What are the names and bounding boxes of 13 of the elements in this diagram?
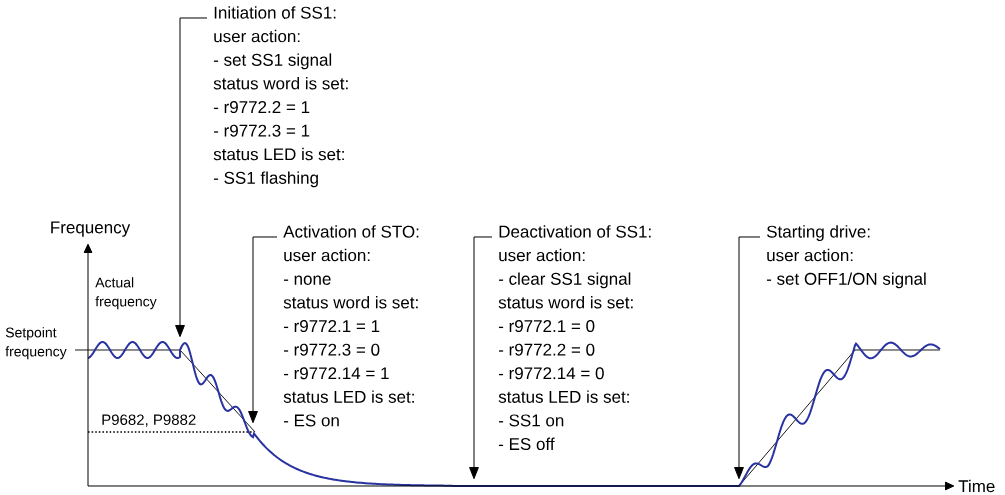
leader-line: [734, 236, 761, 480]
axis-label: Time: [958, 479, 995, 493]
leader-line: [469, 236, 493, 480]
annotation-text: Starting drive: user action: - set OFF1/ON signal: [766, 225, 926, 289]
curve-label: Setpoint frequency: [5, 327, 67, 360]
leader-line: [248, 236, 278, 424]
annotation-text: Activation of STO: user action: - none status word is set: - r9772.1 = 1 - r9772.3 = 0 - r9772.14 = 1 status LED is set: - ES on: [283, 225, 419, 427]
curve-label: Actual frequency: [95, 277, 157, 310]
annotation-text: Deactivation of SS1: user action: - clear SS1 signal status word is set: - r9772.1 = 0 - r9772.2 = 0 - r9772.14 = 0 status LED is set: - SS1 on - ES off: [498, 225, 651, 451]
threshold-label: P9682, P9882: [102, 414, 196, 427]
leader-line: [175, 17, 208, 338]
axis-label: Frequency: [51, 221, 131, 237]
annotation-text: Initiation of SS1: user action: - set SS1 signal status word is set: - r9772.2 = 1 - r9772.3 = 1 status LED is set: - SS1 flashing: [213, 6, 348, 188]
